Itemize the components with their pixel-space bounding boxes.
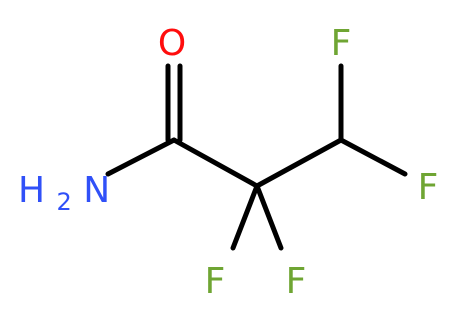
bond-c2-f-bottom-right <box>254 183 284 251</box>
atom-fluorine-bottom-right: F <box>286 261 307 302</box>
atom-nitrogen-group: H 2 N <box>18 170 110 219</box>
atom-oxygen: O <box>158 23 186 64</box>
atom-nitrogen-n: N <box>83 170 110 211</box>
atom-fluorine-right: F <box>418 167 439 208</box>
bond-c3-f-right <box>338 137 408 177</box>
atom-fluorine-top: F <box>331 23 352 64</box>
atom-fluorine-bottom-left: F <box>205 261 226 302</box>
atom-nitrogen-h: H <box>18 170 45 211</box>
atom-nitrogen-subscript: 2 <box>57 188 72 216</box>
bond-c2-f-bottom-left <box>230 183 260 251</box>
bond-c1-c2 <box>171 137 260 189</box>
bond-c-n <box>105 137 177 177</box>
bonds <box>105 63 408 251</box>
bond-c2-c3 <box>254 137 344 189</box>
